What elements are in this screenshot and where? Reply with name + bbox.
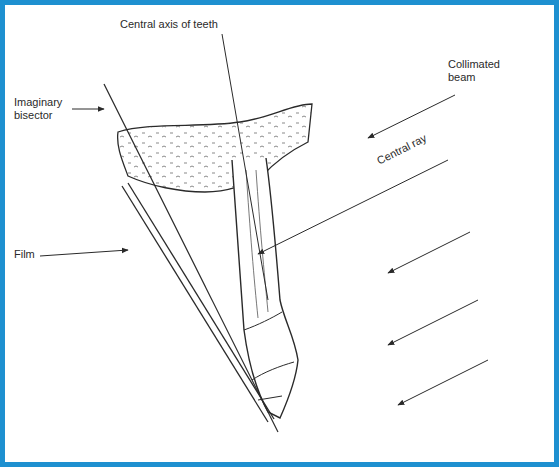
bisector-label: Imaginary bisector	[14, 96, 72, 122]
central-ray-arrow	[258, 160, 448, 254]
film	[122, 186, 268, 422]
tooth-crown-lines	[244, 312, 294, 400]
film-label: Film	[14, 248, 54, 261]
bisector-pointer	[72, 109, 104, 110]
central-axis-leader	[222, 34, 268, 300]
beam-arrow	[388, 300, 478, 345]
beam-arrow	[398, 360, 488, 405]
film-edge	[128, 183, 274, 419]
frame-border	[3, 3, 557, 465]
film-pointer	[40, 250, 128, 256]
bone-texture	[118, 104, 312, 192]
beam-arrow	[388, 232, 470, 273]
bisector-line	[104, 84, 278, 432]
alveolar-bone	[118, 104, 312, 192]
beam-arrow	[368, 95, 455, 138]
axis-label: Central axis of teeth	[120, 18, 250, 31]
beam-label: Collimated beam	[448, 58, 510, 84]
